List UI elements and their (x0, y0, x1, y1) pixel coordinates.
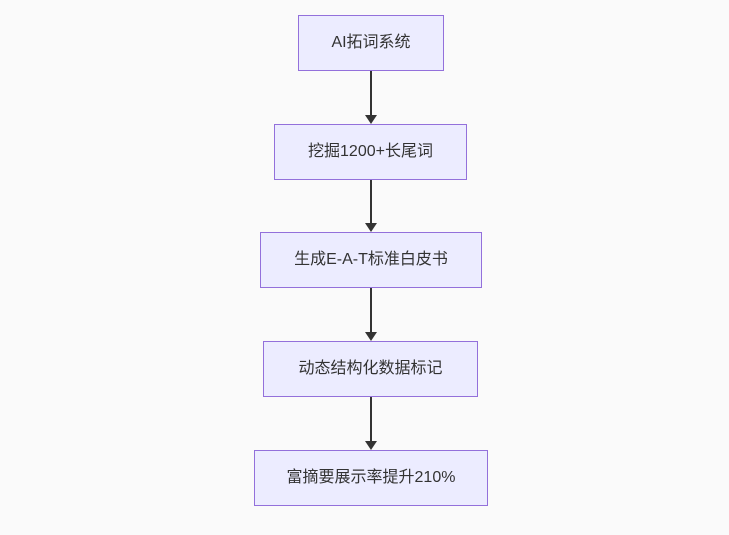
node-structured-data-markup: 动态结构化数据标记 (263, 341, 478, 397)
arrow-line (369, 180, 372, 223)
node-label: 动态结构化数据标记 (298, 360, 443, 378)
arrow-line (369, 71, 372, 115)
flow-arrow (364, 71, 377, 124)
arrow-down-icon (364, 223, 377, 232)
node-label: 富摘要展示率提升210% (286, 469, 456, 487)
node-label: 挖掘1200+长尾词 (308, 143, 433, 161)
node-longtail-keyword-mining: 挖掘1200+长尾词 (274, 124, 467, 180)
arrow-down-icon (364, 115, 377, 124)
node-rich-snippet-improvement: 富摘要展示率提升210% (254, 450, 488, 506)
node-label: AI拓词系统 (331, 34, 411, 52)
node-ai-expansion-system: AI拓词系统 (298, 15, 444, 71)
flow-arrow (364, 397, 377, 450)
arrow-down-icon (364, 332, 377, 341)
arrow-down-icon (364, 441, 377, 450)
arrow-line (369, 397, 372, 441)
arrow-line (369, 288, 372, 332)
flow-arrow (364, 180, 377, 232)
flow-arrow (364, 288, 377, 341)
node-label: 生成E-A-T标准白皮书 (294, 251, 448, 269)
node-eat-whitepaper: 生成E-A-T标准白皮书 (260, 232, 482, 288)
